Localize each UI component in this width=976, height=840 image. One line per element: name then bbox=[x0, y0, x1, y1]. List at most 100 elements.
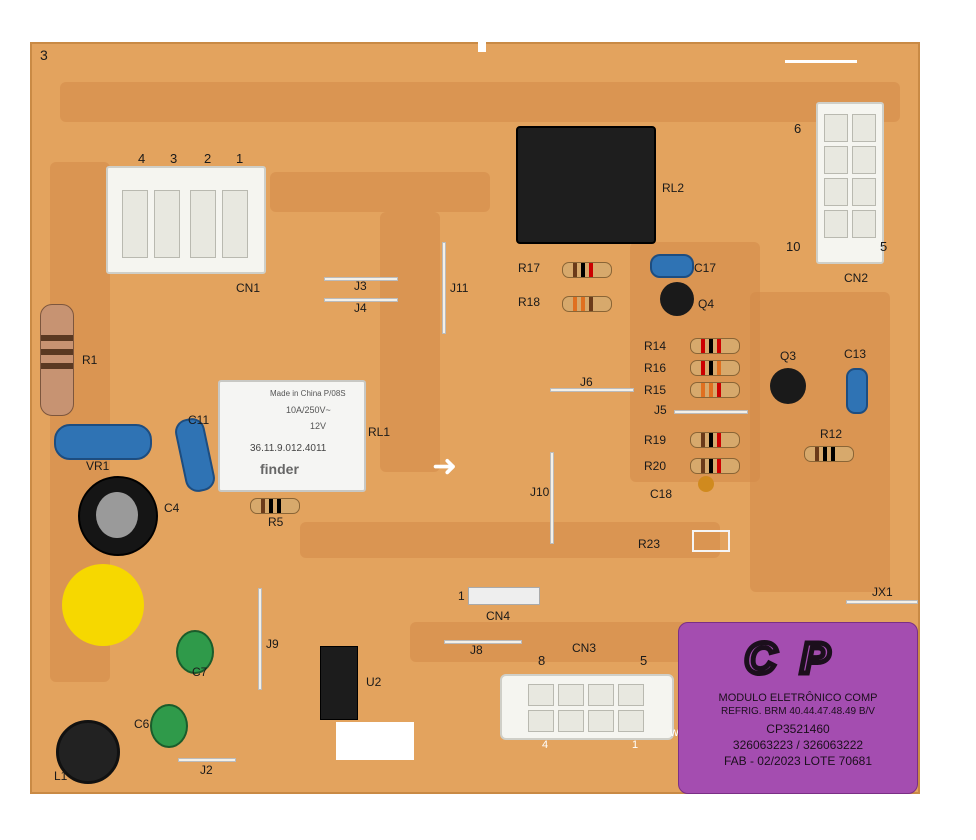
product-sticker: CP MODULO ELETRÔNICO COMP REFRIG. BRM 40… bbox=[678, 622, 918, 794]
rl1-ref: RL1 bbox=[368, 425, 391, 439]
cn2-pin bbox=[824, 178, 848, 206]
relay-rl1[interactable]: Made in China P/08S 10A/250V~ 12V 36.11.… bbox=[218, 380, 366, 492]
j10-ref: J10 bbox=[530, 485, 550, 499]
copper-trace bbox=[750, 292, 890, 592]
c17-ref: C17 bbox=[694, 261, 717, 275]
cn2-pin bbox=[852, 210, 876, 238]
jumper-j2 bbox=[178, 758, 236, 762]
capacitor-c4 bbox=[78, 476, 158, 556]
j9-ref: J9 bbox=[266, 637, 279, 651]
cn1-pin bbox=[154, 190, 180, 258]
cn1-pin-2: 2 bbox=[204, 151, 212, 166]
vr1-ref: VR1 bbox=[86, 459, 110, 473]
jumper-j4 bbox=[324, 298, 398, 302]
jumper-j9 bbox=[258, 588, 262, 690]
sticker-line-5: FAB - 02/2023 LOTE 70681 bbox=[723, 754, 873, 768]
rl1-text-2: 10A/250V~ bbox=[286, 405, 331, 415]
resistor-r16 bbox=[690, 360, 740, 376]
cn1-pin-4: 4 bbox=[138, 151, 146, 166]
cn3-pin-4: 4 bbox=[542, 739, 549, 751]
sticker-line-2: REFRIG. BRM 40.44.47.48.49 B/V bbox=[721, 706, 875, 717]
l1-ref: L1 bbox=[54, 769, 68, 783]
cn3-side-mark: w bbox=[670, 725, 679, 739]
resistor-r1 bbox=[40, 304, 74, 416]
cn1-pin-3: 3 bbox=[170, 151, 178, 166]
u2-ref: U2 bbox=[366, 675, 382, 689]
j2-ref: J2 bbox=[200, 763, 213, 777]
jumper-j6 bbox=[550, 388, 634, 392]
c13-ref: C13 bbox=[844, 347, 867, 361]
relay-rl2[interactable] bbox=[516, 126, 656, 244]
j6-ref: J6 bbox=[580, 375, 593, 389]
cn4-ref: CN4 bbox=[486, 609, 511, 623]
jx1-ref: JX1 bbox=[872, 585, 893, 599]
cn2-pin bbox=[852, 178, 876, 206]
jumper-j5 bbox=[674, 410, 748, 414]
pcb-board: 3 4 3 2 1 CN1 R1 VR1 C11 C4 C7 C6 L1 J2 bbox=[30, 40, 920, 794]
cn3-pin bbox=[528, 710, 554, 732]
resistor-r23-outline bbox=[692, 530, 730, 552]
rl1-brand: finder bbox=[260, 461, 299, 477]
jumper-j3 bbox=[324, 277, 398, 281]
j8-ref: J8 bbox=[470, 643, 483, 657]
c7-ref: C7 bbox=[192, 665, 208, 679]
cn3-pin bbox=[558, 710, 584, 732]
cn2-pin bbox=[852, 146, 876, 174]
q3-ref: Q3 bbox=[780, 349, 797, 363]
regulator-u2 bbox=[320, 646, 358, 720]
r16-ref: R16 bbox=[644, 361, 667, 375]
r20-ref: R20 bbox=[644, 459, 667, 473]
resistor-r19 bbox=[690, 432, 740, 448]
j11-ref: J11 bbox=[450, 281, 469, 295]
cn3-pin bbox=[558, 684, 584, 706]
cn3-ref: CN3 bbox=[572, 641, 597, 655]
capacitor-c7 bbox=[176, 630, 214, 674]
connector-cn2[interactable] bbox=[816, 102, 884, 264]
c11-ref: C11 bbox=[188, 413, 210, 427]
jumper-jx1 bbox=[846, 600, 918, 604]
copper-trace bbox=[300, 522, 720, 558]
transistor-q4 bbox=[660, 282, 694, 316]
cn2-pin-10: 10 bbox=[786, 239, 801, 254]
j5-ref: J5 bbox=[654, 403, 667, 417]
r14-ref: R14 bbox=[644, 339, 667, 353]
r1-ref: R1 bbox=[82, 353, 98, 367]
cn3-pin-1: 1 bbox=[632, 739, 639, 751]
cn2-pin bbox=[824, 210, 848, 238]
corner-mark: 3 bbox=[40, 47, 48, 63]
cn3-pin bbox=[618, 710, 644, 732]
resistor-r5 bbox=[250, 498, 300, 514]
silk-bar bbox=[785, 60, 857, 63]
capacitor-c13 bbox=[846, 368, 868, 414]
cn3-pin bbox=[588, 684, 614, 706]
capacitor-c11 bbox=[172, 415, 218, 495]
connector-cn3[interactable] bbox=[500, 674, 674, 740]
r17-ref: R17 bbox=[518, 261, 541, 275]
connector-cn1[interactable] bbox=[106, 166, 266, 274]
jumper-j10 bbox=[550, 452, 554, 544]
sticker-line-1: MODULO ELETRÔNICO COMP bbox=[718, 692, 878, 704]
rl2-ref: RL2 bbox=[662, 181, 685, 195]
r19-ref: R19 bbox=[644, 433, 667, 447]
j3-ref: J3 bbox=[354, 279, 367, 293]
cn2-pin bbox=[852, 114, 876, 142]
connector-cn4[interactable] bbox=[468, 587, 540, 605]
jumper-j11 bbox=[442, 242, 446, 334]
sticker-line-3: CP3521460 bbox=[766, 722, 830, 736]
board-notch bbox=[478, 40, 486, 52]
cn3-pin bbox=[618, 684, 644, 706]
inductor-l1 bbox=[56, 720, 120, 784]
varistor-vr1 bbox=[54, 424, 152, 460]
resistor-r17 bbox=[562, 262, 612, 278]
copper-trace bbox=[380, 212, 440, 472]
resistor-r20 bbox=[690, 458, 740, 474]
c18-ref: C18 bbox=[650, 487, 673, 501]
r5-ref: R5 bbox=[268, 515, 284, 529]
white-label-blank bbox=[336, 722, 414, 760]
rl1-text-4: 36.11.9.012.4011 bbox=[250, 443, 327, 454]
q4-ref: Q4 bbox=[698, 297, 715, 311]
cp-logo-icon: CP bbox=[742, 634, 854, 683]
r12-ref: R12 bbox=[820, 427, 843, 441]
resistor-r12 bbox=[804, 446, 854, 462]
cn1-pin bbox=[122, 190, 148, 258]
